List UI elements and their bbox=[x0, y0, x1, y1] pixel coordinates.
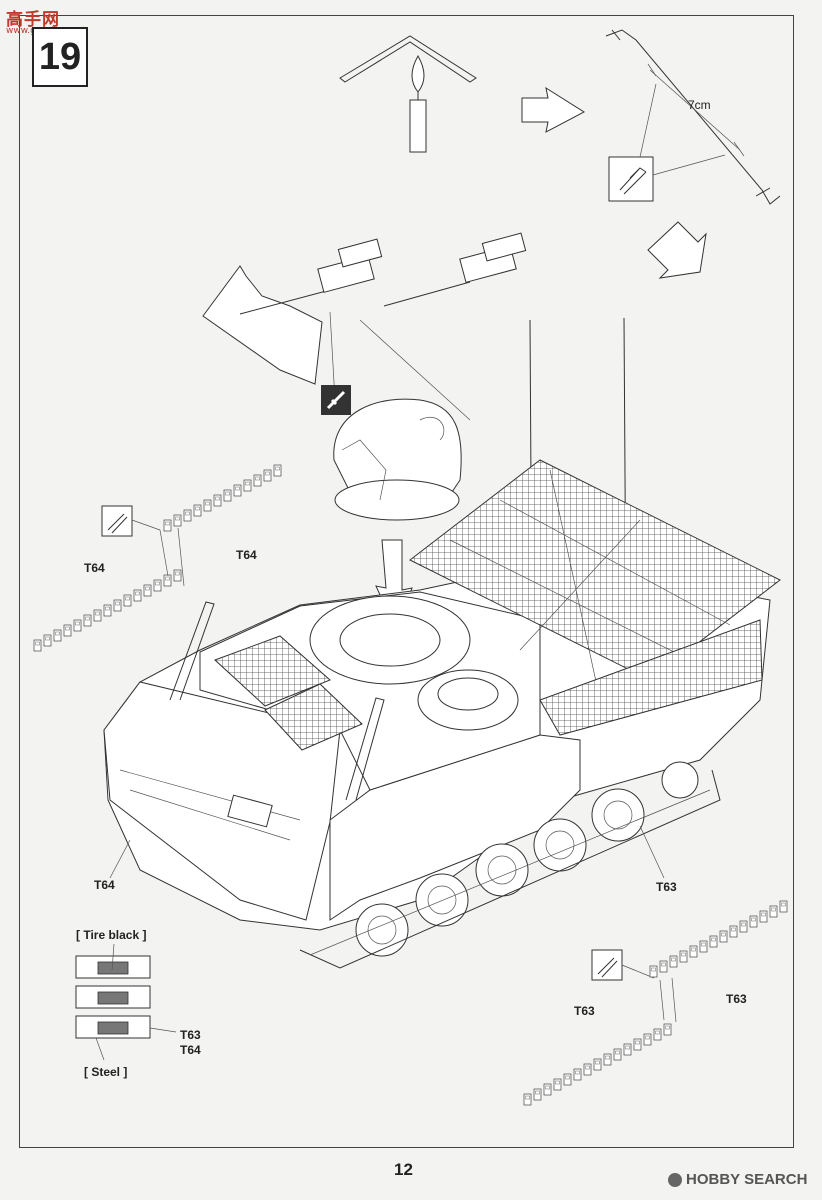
watermark-title: 高手网 bbox=[6, 10, 60, 30]
gun-shield bbox=[202, 265, 323, 385]
track-link bbox=[613, 1048, 622, 1061]
track-link bbox=[739, 920, 748, 933]
footer-brand: HOBBY SEARCH bbox=[668, 1171, 807, 1188]
arrow-down-icon bbox=[647, 221, 707, 279]
track-link bbox=[759, 910, 768, 923]
page-frame bbox=[19, 15, 794, 1148]
track-link bbox=[769, 905, 778, 918]
track-link bbox=[663, 1023, 672, 1036]
track-segment-right bbox=[649, 900, 788, 978]
track-link bbox=[223, 489, 232, 502]
track-link bbox=[53, 629, 62, 642]
track-link bbox=[709, 935, 718, 948]
page-number: 12 bbox=[394, 1160, 413, 1179]
track-link bbox=[689, 945, 698, 958]
candle-flame-icon bbox=[339, 35, 477, 153]
label-t63-right: T63 bbox=[726, 992, 747, 1006]
track-link bbox=[163, 574, 172, 587]
track-link bbox=[523, 1093, 532, 1106]
stretched-sprue bbox=[605, 29, 781, 205]
legend-t64: T64 bbox=[180, 1043, 201, 1057]
track-link bbox=[553, 1078, 562, 1091]
nipper-icon bbox=[608, 83, 726, 202]
track-link bbox=[63, 624, 72, 637]
label-t64-left: T64 bbox=[84, 561, 105, 575]
label-t63-hull: T63 bbox=[656, 880, 677, 894]
track-segment-top-left bbox=[163, 464, 282, 532]
legend-tire-black: [ Tire black ] bbox=[76, 928, 147, 942]
legend-t63: T63 bbox=[180, 1028, 201, 1042]
track-segment-left bbox=[33, 569, 182, 652]
track-link bbox=[193, 504, 202, 517]
track-link bbox=[659, 960, 668, 973]
track-link bbox=[749, 915, 758, 928]
track-link bbox=[33, 639, 42, 652]
track-link bbox=[543, 1083, 552, 1096]
track-link bbox=[633, 1038, 642, 1051]
track-link bbox=[143, 584, 152, 597]
track-link bbox=[533, 1088, 542, 1101]
track-link bbox=[113, 599, 122, 612]
track-link bbox=[83, 614, 92, 627]
track-link bbox=[263, 469, 272, 482]
track-link bbox=[583, 1063, 592, 1076]
track-link bbox=[213, 494, 222, 507]
legend-track-pieces bbox=[75, 943, 177, 1061]
machine-gun bbox=[239, 232, 527, 315]
track-link bbox=[593, 1058, 602, 1071]
footer-brand-text: HOBBY SEARCH bbox=[686, 1171, 808, 1188]
label-t64-hull: T64 bbox=[94, 878, 115, 892]
brand-logo-icon bbox=[668, 1172, 682, 1187]
track-link bbox=[253, 474, 262, 487]
nipper-icon bbox=[591, 949, 655, 981]
track-link bbox=[779, 900, 788, 913]
track-link bbox=[679, 950, 688, 963]
track-link bbox=[43, 634, 52, 647]
track-link bbox=[273, 464, 282, 477]
track-link bbox=[103, 604, 112, 617]
track-link bbox=[669, 955, 678, 968]
track-link bbox=[153, 579, 162, 592]
glue-icon bbox=[321, 385, 351, 415]
track-link bbox=[643, 1033, 652, 1046]
arrow-right-icon bbox=[521, 86, 585, 133]
track-link bbox=[563, 1073, 572, 1086]
nipper-icon bbox=[101, 505, 161, 537]
track-link bbox=[649, 965, 658, 978]
track-link bbox=[243, 479, 252, 492]
track-link bbox=[133, 589, 142, 602]
track-link bbox=[573, 1068, 582, 1081]
label-t63-bottom: T63 bbox=[574, 1004, 595, 1018]
tank-hull bbox=[103, 459, 781, 969]
track-link bbox=[603, 1053, 612, 1066]
track-link bbox=[173, 569, 182, 582]
step-number: 19 bbox=[32, 27, 88, 87]
cupola bbox=[333, 398, 462, 521]
track-link bbox=[623, 1043, 632, 1056]
track-link bbox=[719, 930, 728, 943]
track-link bbox=[729, 925, 738, 938]
track-link bbox=[233, 484, 242, 497]
track-link bbox=[699, 940, 708, 953]
label-t64-top: T64 bbox=[236, 548, 257, 562]
dimension-label: 7cm bbox=[688, 98, 711, 112]
track-link bbox=[93, 609, 102, 622]
legend-steel: [ Steel ] bbox=[84, 1065, 128, 1079]
track-link bbox=[173, 514, 182, 527]
track-link bbox=[653, 1028, 662, 1041]
track-link bbox=[163, 519, 172, 532]
track-link bbox=[203, 499, 212, 512]
track-link bbox=[123, 594, 132, 607]
track-link bbox=[183, 509, 192, 522]
track-link bbox=[73, 619, 82, 632]
track-segment-bottom bbox=[523, 1023, 672, 1106]
